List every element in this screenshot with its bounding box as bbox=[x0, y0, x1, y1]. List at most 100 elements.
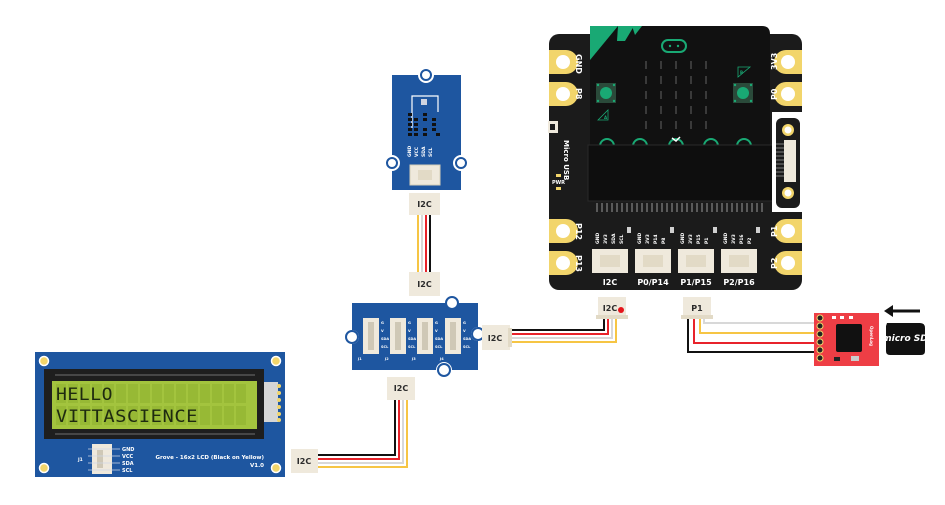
sensor-chip bbox=[421, 99, 427, 105]
edge-pad-gnd-left[interactable]: GND bbox=[549, 50, 583, 74]
connector-label: I2C bbox=[488, 334, 503, 343]
pin-label: P16 bbox=[739, 234, 745, 244]
port-label: P0/P14 bbox=[637, 278, 669, 287]
pin-label: SCL bbox=[463, 345, 471, 349]
pin-label: 3V3 bbox=[688, 234, 694, 244]
pin-label: P14 bbox=[653, 234, 659, 244]
usb-label: Micro USB bbox=[562, 140, 570, 180]
connector-label: I2C bbox=[603, 304, 618, 313]
pin-label: P12 bbox=[574, 223, 583, 240]
i2c-hub-module[interactable]: G V SDA SCL J1 G V SDA SCL J2 G V SDA SC… bbox=[345, 296, 485, 377]
battery-connector[interactable] bbox=[776, 124, 796, 199]
connector-hub-right[interactable]: I2C bbox=[482, 325, 512, 350]
connector-microbit-p1[interactable]: P1 bbox=[681, 297, 713, 319]
pin-label: P1 bbox=[770, 225, 779, 237]
edge-pad-p0[interactable]: P0 bbox=[770, 82, 802, 106]
grove-port-p0-p14[interactable]: GND 3V3 P14 P8 P0/P14 bbox=[635, 227, 674, 287]
pin-label: GND bbox=[574, 54, 583, 74]
mount-hole bbox=[386, 157, 398, 169]
pin-label: SCL bbox=[435, 345, 443, 349]
pin-label: SCL bbox=[122, 468, 133, 474]
connector-label: I2C bbox=[417, 280, 432, 289]
grove-port-i2c[interactable]: GND 3V3 SDA SCL I2C bbox=[592, 227, 631, 287]
openlog-module[interactable]: OpenLog bbox=[814, 313, 879, 366]
connector-id: J1 bbox=[77, 457, 83, 463]
pin-label: VCC bbox=[414, 146, 420, 157]
openlog-label: OpenLog bbox=[869, 326, 874, 346]
microbit-edge-rings bbox=[599, 136, 752, 147]
edge-pad-p2[interactable]: P2 bbox=[770, 251, 802, 275]
hub-port-2[interactable]: G V SDA SCL J2 bbox=[384, 318, 416, 361]
edge-pad-p13[interactable]: P13 bbox=[549, 251, 583, 275]
button-b-label: B bbox=[740, 70, 743, 75]
sensor-pin-labels: GND VCC SDA SCL bbox=[407, 146, 434, 157]
pin-label: P1 bbox=[704, 238, 710, 244]
pin-label: P8 bbox=[574, 88, 583, 100]
pin-label: SDA bbox=[463, 337, 471, 341]
port-label: I2C bbox=[603, 278, 618, 287]
edge-pad-p1[interactable]: P1 bbox=[770, 219, 802, 243]
smd-components bbox=[408, 113, 440, 136]
pin-label: 3V3 bbox=[645, 234, 651, 244]
pin-label: GND bbox=[680, 233, 686, 244]
edge-pad-p8[interactable]: P8 bbox=[549, 82, 583, 106]
lcd-title: Grove - 16x2 LCD (Black on Yellow) bbox=[156, 455, 265, 461]
power-led: PWR bbox=[552, 174, 565, 190]
pin-label: GND bbox=[595, 233, 601, 244]
status-dot bbox=[618, 307, 624, 313]
hub-port-4[interactable]: G V SDA SCL J4 bbox=[439, 318, 471, 361]
button-a[interactable]: A bbox=[596, 83, 616, 121]
pin-label: SCL bbox=[619, 234, 625, 244]
hub-port-1[interactable]: G V SDA SCL J1 bbox=[357, 318, 389, 361]
pin-label: SDA bbox=[122, 461, 134, 467]
lcd-version: V1.0 bbox=[250, 463, 264, 469]
connector-hub-top[interactable]: I2C bbox=[409, 272, 440, 296]
microbit-expansion-board[interactable]: A B GND bbox=[548, 26, 804, 290]
pin-label: SCL bbox=[428, 147, 434, 157]
pin-label: SDA bbox=[381, 337, 389, 341]
pin-label: P2 bbox=[770, 258, 779, 269]
connector-label: I2C bbox=[417, 200, 432, 209]
microbit[interactable] bbox=[590, 26, 770, 150]
connector-lcd[interactable]: I2C bbox=[291, 449, 318, 473]
hub-port-3[interactable]: G V SDA SCL J3 bbox=[411, 318, 443, 361]
micro-sd-card-icon: micro SD bbox=[882, 323, 928, 355]
openlog-chip bbox=[836, 324, 862, 352]
port-id: J1 bbox=[357, 357, 362, 361]
micro-usb-port[interactable]: Micro USB bbox=[548, 121, 570, 180]
lcd-side-header bbox=[264, 382, 281, 422]
pin-label: SCL bbox=[381, 345, 389, 349]
pin-label: V bbox=[463, 329, 466, 333]
pin-label: SCL bbox=[408, 345, 416, 349]
pin-label: P13 bbox=[574, 255, 583, 272]
pin-label: GND bbox=[407, 146, 413, 157]
micro-sd-label: micro SD bbox=[882, 334, 928, 344]
led-matrix bbox=[645, 61, 707, 129]
grove-port-p1-p15[interactable]: GND 3V3 P15 P1 P1/P15 bbox=[678, 227, 717, 287]
lcd-module[interactable]: HELLO VITTASCIENCE J1 GND VCC SDA SCL Gr… bbox=[35, 352, 285, 477]
pin-label: V bbox=[435, 329, 438, 333]
pin-label: 3V3 bbox=[770, 53, 779, 70]
edge-pad-p12[interactable]: P12 bbox=[549, 219, 583, 243]
edge-pad-3v3[interactable]: 3V3 bbox=[770, 50, 802, 74]
pin-label: V bbox=[381, 329, 384, 333]
mount-hole bbox=[455, 157, 467, 169]
wire-hub-to-microbit bbox=[510, 318, 617, 343]
pin-label: P0 bbox=[770, 88, 779, 100]
wire-hub-to-lcd bbox=[318, 400, 408, 468]
grove-port-p2-p16[interactable]: GND 3V3 P16 P2 P2/P16 bbox=[721, 227, 760, 287]
connector-microbit-i2c[interactable]: I2C bbox=[596, 297, 628, 319]
microbit-logo[interactable] bbox=[661, 39, 687, 53]
pin-label: 3V3 bbox=[603, 234, 609, 244]
connector-label: I2C bbox=[394, 384, 409, 393]
connector-hub-bottom[interactable]: I2C bbox=[387, 377, 415, 400]
port-id: J2 bbox=[384, 357, 389, 361]
button-b[interactable]: B bbox=[733, 66, 753, 103]
pin-label: 3V3 bbox=[731, 234, 737, 244]
connector-sensor-top[interactable]: I2C bbox=[409, 193, 440, 215]
i2c-sensor-module[interactable]: GND VCC SDA SCL bbox=[386, 69, 467, 190]
lcd-grove-port[interactable]: J1 GND VCC SDA SCL bbox=[77, 444, 134, 474]
port-id: J3 bbox=[411, 357, 416, 361]
wire-sensor-to-hub bbox=[417, 214, 431, 272]
pin-label: G bbox=[435, 321, 438, 325]
